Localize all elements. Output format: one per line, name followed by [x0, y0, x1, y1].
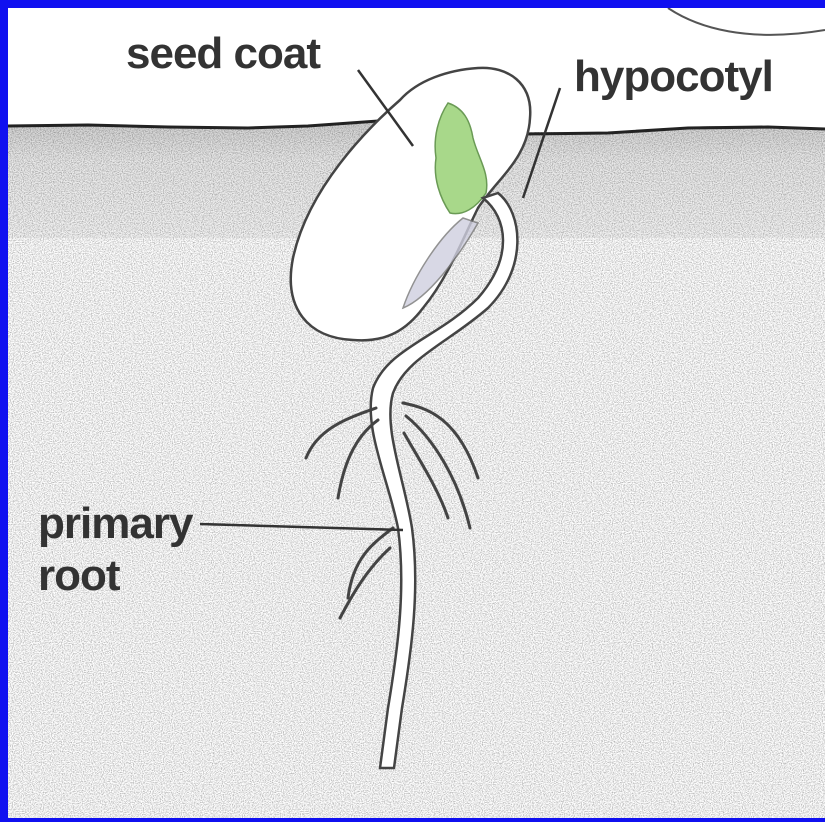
primary-root-label-line1: primary — [38, 499, 194, 548]
leaf-outline-fragment — [668, 8, 825, 35]
seed-coat-label: seed coat — [126, 29, 321, 78]
seed-germination-diagram: seed coat hypocotyl primary root — [8, 8, 825, 818]
primary-root-label-line2: root — [38, 551, 121, 600]
hypocotyl-label: hypocotyl — [574, 52, 773, 101]
